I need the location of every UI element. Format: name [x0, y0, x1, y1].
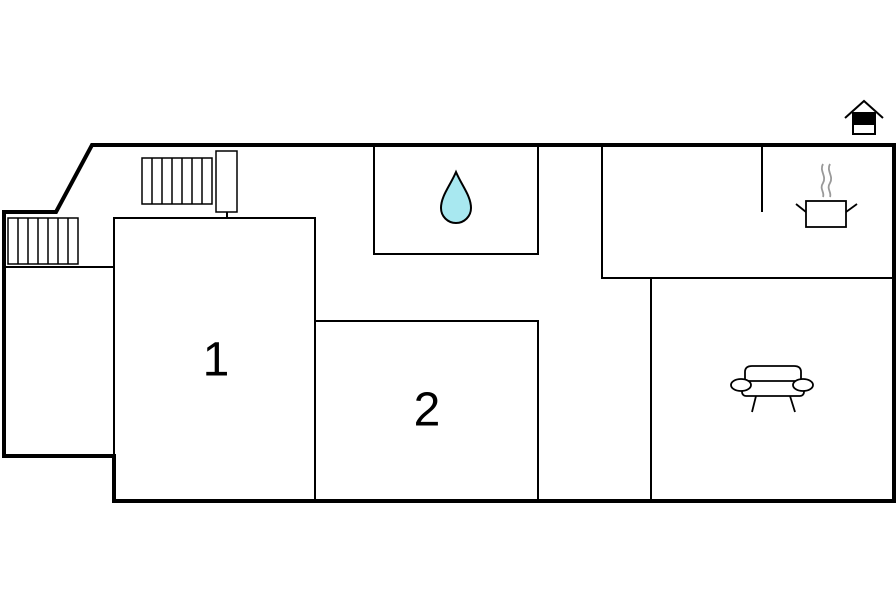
- staircase-icon: [141, 150, 238, 213]
- water-drop-icon: [439, 169, 473, 224]
- sofa-icon: [730, 365, 814, 413]
- interior-walls: [4, 145, 894, 501]
- staircase-icon: [7, 217, 79, 265]
- cooking-pot-icon: [795, 163, 858, 228]
- room-label-1: 1: [203, 334, 230, 387]
- house-entrance-icon: [844, 99, 884, 135]
- room-label-2: 2: [414, 384, 441, 437]
